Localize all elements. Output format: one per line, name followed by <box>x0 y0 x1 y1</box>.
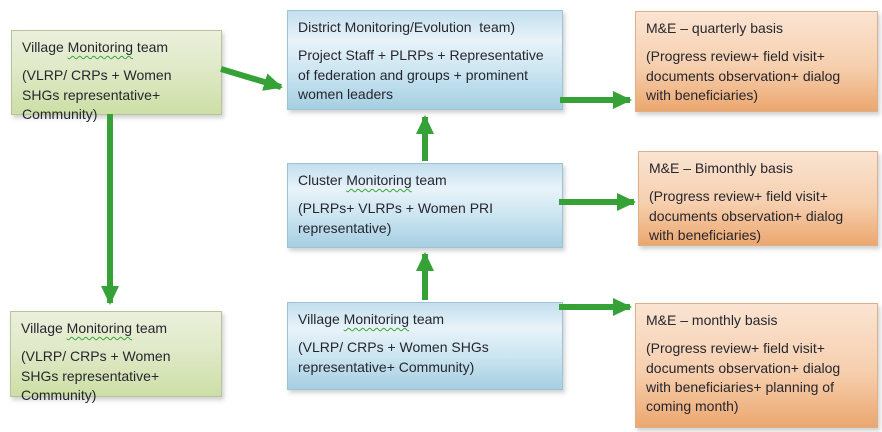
title-text: Village <box>298 311 344 327</box>
me-monthly-basis-box: M&E – monthly basis (Progress review+ fi… <box>635 303 878 428</box>
title-text: team <box>409 311 445 327</box>
title-text-wavy: Monitoring <box>343 311 410 327</box>
box-body: (Progress review+ field visit+ documents… <box>649 188 848 243</box>
district-monitoring-team-box: District Monitoring/Evolution team) Proj… <box>287 10 563 110</box>
box-title: M&E – quarterly basis <box>646 20 783 36</box>
title-text: Village <box>21 320 67 336</box>
box-body: (VLRP/ CRPs + Women SHGs representative+… <box>21 348 175 403</box>
title-text: District Monitoring/Evolution team) <box>298 19 516 35</box>
title-text: team <box>132 320 168 336</box>
title-text: team <box>411 172 447 188</box>
box-body: (PLRPs+ VLRPs + Women PRI representative… <box>298 200 497 236</box>
me-bimonthly-basis-box: M&E – Bimonthly basis (Progress review+ … <box>638 151 878 246</box>
village-monitoring-team-box-top-left: Village Monitoring team (VLRP/ CRPs + Wo… <box>11 30 222 122</box>
box-body: (VLRP/ CRPs + Women SHGs representative+… <box>298 339 493 375</box>
box-body: (VLRP/ CRPs + Women SHGs representative+… <box>22 67 176 122</box>
title-text-wavy: Monitoring <box>67 39 134 55</box>
box-title: M&E – monthly basis <box>646 312 778 328</box>
title-text: Cluster <box>298 172 347 188</box>
box-title: Village Monitoring team <box>21 319 211 338</box>
title-text: team <box>133 39 169 55</box>
arrow-village-top-left-to-district-icon <box>220 66 283 91</box>
title-text: Village <box>22 39 68 55</box>
box-body: (Progress review+ field visit+ documents… <box>646 340 845 415</box>
title-text-wavy: Monitoring <box>66 320 133 336</box>
box-title: District Monitoring/Evolution team) <box>298 18 552 37</box>
village-monitoring-team-box-bottom-left: Village Monitoring team (VLRP/ CRPs + Wo… <box>10 311 222 403</box>
cluster-monitoring-team-box: Cluster Monitoring team (PLRPs+ VLRPs + … <box>287 163 563 248</box>
box-title: Village Monitoring team <box>298 310 552 329</box>
box-title: Cluster Monitoring team <box>298 171 552 190</box>
box-body: (Progress review+ field visit+ documents… <box>646 48 845 103</box>
village-monitoring-team-box-center: Village Monitoring team (VLRP/ CRPs + Wo… <box>287 302 563 390</box>
box-body: Project Staff + PLRPs + Representative o… <box>298 47 548 102</box>
box-title: Village Monitoring team <box>22 38 211 57</box>
box-title: M&E – Bimonthly basis <box>649 160 793 176</box>
me-quarterly-basis-box: M&E – quarterly basis (Progress review+ … <box>635 11 878 112</box>
title-text-wavy: Monitoring <box>346 172 412 188</box>
